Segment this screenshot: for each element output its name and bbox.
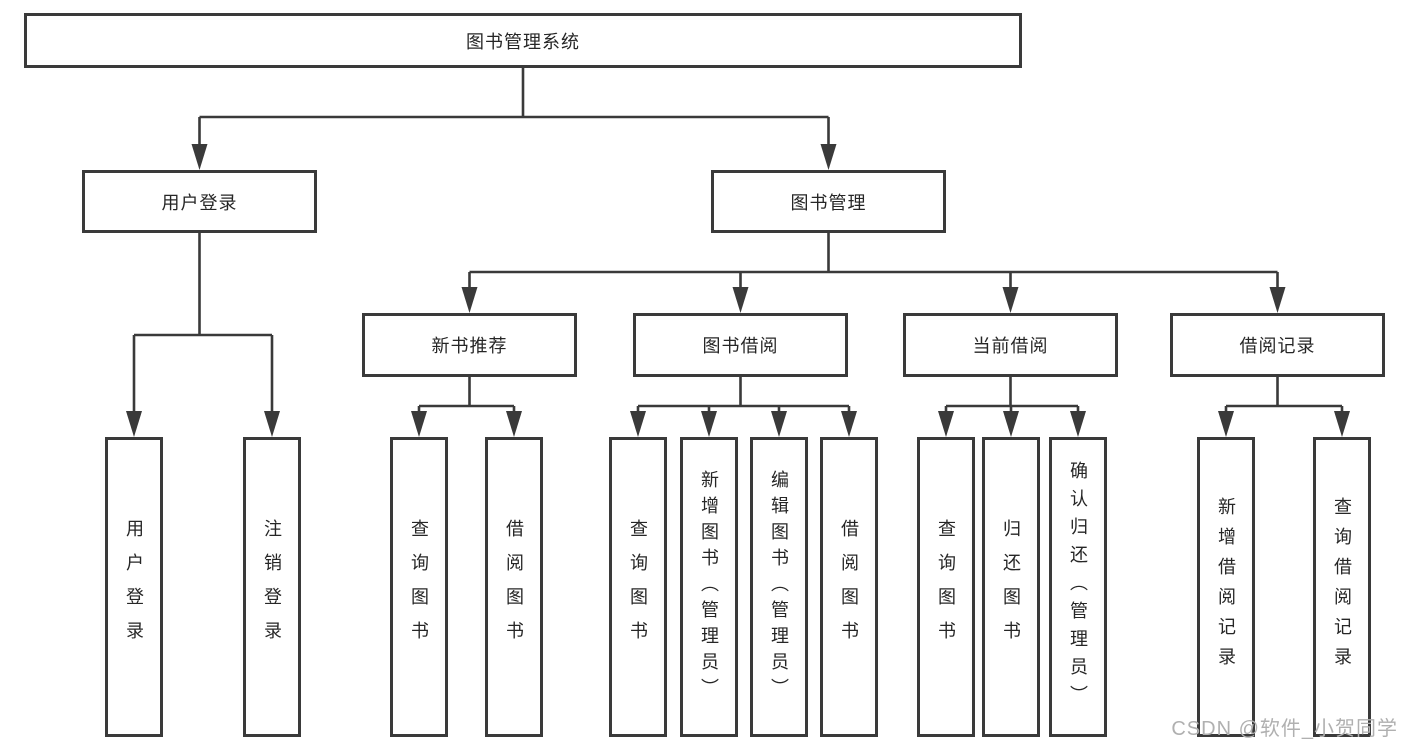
leaf-edit-books-admin: 编辑图书（管理员）	[750, 437, 808, 737]
leaf-add-borrow-record: 新增借阅记录	[1197, 437, 1255, 737]
node-book-management: 图书管理	[711, 170, 946, 233]
leaf-query-books: 查询图书	[390, 437, 448, 737]
node-book-borrowing: 图书借阅	[633, 313, 848, 377]
node-label: 图书借阅	[702, 336, 779, 356]
node-label: 当前借阅	[972, 336, 1049, 356]
leaf-borrow-books: 借阅图书	[485, 437, 543, 737]
leaf-return-books: 归还图书	[982, 437, 1040, 737]
leaf-borrow-books: 借阅图书	[820, 437, 878, 737]
node-label: 编辑图书（管理员）	[769, 470, 789, 704]
node-label: 用户登录	[124, 519, 144, 655]
node-label: 图书管理系统	[466, 31, 580, 52]
leaf-query-borrow-record: 查询借阅记录	[1313, 437, 1371, 737]
watermark: CSDN @软件_小贺同学	[1171, 718, 1398, 740]
node-label: 借阅记录	[1239, 336, 1316, 356]
node-label: 新增借阅记录	[1216, 497, 1236, 677]
node-user-login: 用户登录	[82, 170, 317, 233]
node-label: 查询图书	[628, 519, 648, 655]
node-label: 新增图书（管理员）	[699, 470, 719, 704]
leaf-user-login: 用户登录	[105, 437, 163, 737]
node-label: 图书管理	[790, 192, 867, 213]
node-label: 注销登录	[262, 519, 282, 655]
node-borrowing-records: 借阅记录	[1170, 313, 1385, 377]
node-label: 归还图书	[1001, 519, 1021, 655]
node-label: 新书推荐	[431, 336, 508, 356]
leaf-query-books: 查询图书	[609, 437, 667, 737]
node-new-book-recommendation: 新书推荐	[362, 313, 577, 377]
node-current-borrowing: 当前借阅	[903, 313, 1118, 377]
leaf-query-books: 查询图书	[917, 437, 975, 737]
leaf-confirm-return-admin: 确认归还（管理员）	[1049, 437, 1107, 737]
node-label: 查询图书	[409, 519, 429, 655]
node-label: 用户登录	[161, 192, 238, 213]
leaf-logout: 注销登录	[243, 437, 301, 737]
node-label: 借阅图书	[839, 519, 859, 655]
leaf-add-books-admin: 新增图书（管理员）	[680, 437, 738, 737]
node-label: 确认归还（管理员）	[1068, 461, 1088, 713]
node-label: 查询图书	[936, 519, 956, 655]
node-book-management-system: 图书管理系统	[24, 13, 1022, 68]
node-label: 借阅图书	[504, 519, 524, 655]
node-label: 查询借阅记录	[1332, 497, 1352, 677]
